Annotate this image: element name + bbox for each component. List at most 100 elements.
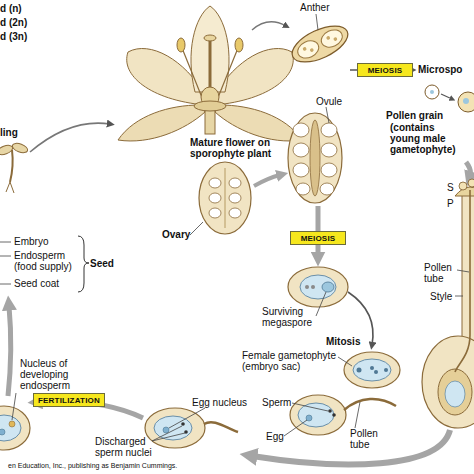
leader-line (169, 408, 205, 428)
cell-nucleus (374, 370, 378, 374)
cell-nucleus (384, 368, 388, 372)
ovule-wall (344, 352, 400, 388)
ovule-wall (288, 267, 348, 307)
plain-label: S (447, 182, 454, 193)
flower-style (209, 40, 212, 92)
ovule-shape (293, 123, 309, 137)
plain-label: Mitosis (326, 336, 360, 347)
megaspore (322, 282, 334, 292)
pollinated-ovule (290, 395, 396, 435)
cell-nucleus (370, 366, 374, 370)
seedling (0, 142, 29, 193)
megaspore-drawing (288, 267, 348, 307)
pistil-ovary (422, 336, 474, 428)
ovary-ovule (209, 193, 221, 203)
leader-line (355, 402, 360, 428)
fertilized-ovule (0, 406, 30, 450)
process-label: MEIOSIS (301, 234, 336, 243)
process-label: FERTILIZATION (38, 396, 100, 405)
filament (217, 48, 238, 100)
cycle-arrow (441, 94, 452, 99)
seedling-leaf (11, 142, 29, 155)
pollen-dot (309, 48, 314, 53)
leader-line (0, 242, 11, 243)
pollen-dot (326, 36, 331, 41)
ovule-drawing (288, 113, 342, 203)
leader-line (12, 393, 16, 420)
embryo-sac (154, 416, 192, 440)
pollen-sac (295, 38, 322, 62)
plain-label: Nucleus of developing endosperm (20, 358, 80, 391)
degenerating-cell (311, 285, 315, 289)
ovary-wall (199, 162, 251, 234)
petal (191, 6, 229, 92)
ovary-ovule (209, 208, 221, 218)
sperm-cell (332, 413, 336, 417)
plain-label: Sperm (262, 397, 291, 408)
process-label: MEIOSIS (368, 66, 403, 75)
seed-bracket (78, 236, 89, 292)
leader-line (152, 426, 182, 441)
plain-label: Style (430, 291, 452, 302)
cycle-arrow (8, 306, 11, 396)
megasporangium (300, 275, 336, 299)
leader-line (284, 420, 307, 436)
plain-label: (contains young male gametophyte) (390, 122, 466, 155)
plain-label: Mature flower on sporophyte plant (190, 137, 290, 159)
plain-label: en Education, Inc., publishing as Benjam… (8, 462, 177, 470)
zygote (0, 429, 5, 435)
ovule-shape (321, 143, 337, 157)
ovule-wall (0, 406, 30, 450)
pollen-dot (302, 47, 307, 52)
pollen-tube-line (455, 190, 470, 372)
ovary-ovule (229, 193, 241, 203)
plain-label: d (n) (0, 3, 22, 14)
plain-label: d (3n) (0, 31, 27, 42)
plain-label: P (447, 198, 454, 209)
petal (118, 105, 205, 141)
degenerating-cell (305, 285, 309, 289)
leader-line (338, 357, 352, 366)
plain-label: Microspo (418, 64, 462, 75)
flower-anther (177, 38, 185, 52)
receptacle (194, 101, 226, 111)
ovule-shape (321, 163, 337, 177)
pistil-drawing (422, 179, 474, 428)
process-box: FERTILIZATION (33, 393, 105, 407)
ovary-ovule (229, 178, 241, 188)
plain-label: ling (0, 127, 18, 138)
plain-label: Ovule (316, 96, 342, 107)
ovule-shape (320, 183, 334, 195)
sperm-nucleus (181, 422, 185, 426)
cycle-arrow (254, 175, 280, 186)
plain-label: Egg nucleus (192, 397, 247, 408)
flower-drawing (118, 6, 302, 141)
ovule-shape (293, 163, 309, 177)
process-box: MEIOSIS (290, 231, 346, 245)
cell-nucleus (357, 368, 362, 373)
ovary-ovule (229, 208, 241, 218)
pistil-ovule (438, 369, 472, 415)
plain-label: Ovary (162, 229, 190, 240)
placenta (310, 120, 320, 196)
pollen-grain (458, 92, 474, 112)
ovary-axis (225, 168, 226, 228)
plain-label: Pollen tube (350, 428, 384, 450)
ovule-shape (293, 143, 309, 157)
endosperm-nucleus (9, 421, 15, 427)
flower-stigma (204, 35, 216, 41)
egg-nucleus (163, 427, 169, 433)
leader-line (316, 292, 326, 316)
plain-label: Female gametophyte (embryo sac) (242, 350, 342, 372)
leader-line (0, 284, 11, 285)
microspore (425, 85, 439, 99)
anther-wall (287, 19, 353, 70)
plain-label: Discharged sperm nuclei (95, 436, 159, 458)
pollen-grain (459, 182, 467, 190)
microspore-nucleus (430, 90, 434, 94)
plain-label: Egg (266, 431, 284, 442)
plain-label: d (2n) (0, 17, 27, 28)
leader-line (190, 222, 203, 235)
style-tube (462, 194, 474, 344)
